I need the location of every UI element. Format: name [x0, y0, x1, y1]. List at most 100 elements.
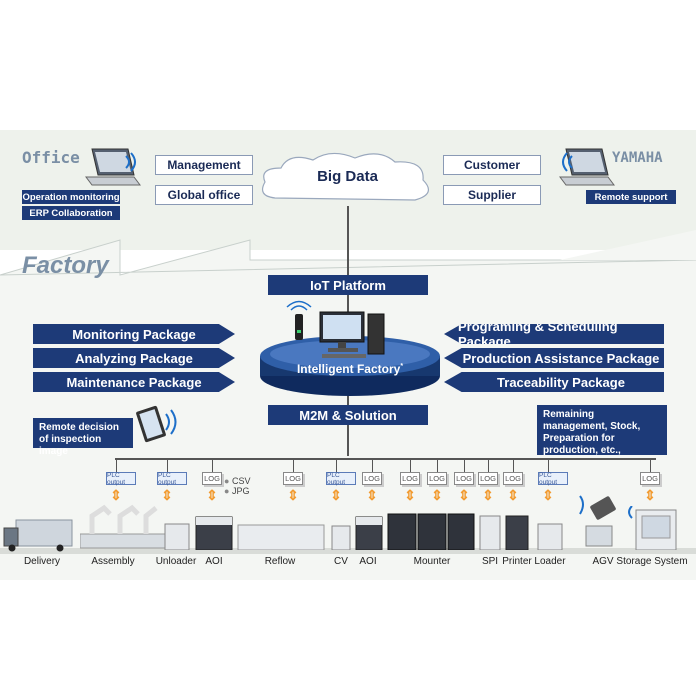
drop-line: [410, 458, 411, 472]
laptop-icon: [85, 148, 141, 186]
data-exchange-arrow-icon: ⇕: [287, 487, 299, 503]
jpg-label: JPG: [231, 486, 250, 496]
customer-link[interactable]: Customer: [443, 155, 541, 175]
plc-output-tag: PLC output: [538, 472, 568, 486]
global-office-link[interactable]: Global office: [155, 185, 253, 205]
station-label: Storage System: [616, 556, 688, 567]
log-tag: LOG: [202, 472, 222, 485]
supplier-link[interactable]: Supplier: [443, 185, 541, 205]
plc-output-tag: PLC output: [326, 472, 356, 486]
drop-line: [167, 458, 168, 472]
cv-conveyor: [331, 525, 351, 550]
loader-machine: [537, 523, 563, 550]
remote-support-button[interactable]: Remote support: [586, 190, 676, 204]
production-assistance-package[interactable]: Production Assistance Package: [444, 348, 664, 368]
station-label: CV: [334, 556, 348, 567]
assembly-robots: [80, 504, 165, 549]
data-exchange-arrow-icon: ⇕: [458, 487, 470, 503]
yamaha-title: YAMAHA: [612, 150, 663, 166]
drop-line: [293, 458, 294, 472]
drop-line: [336, 458, 337, 472]
data-exchange-arrow-icon: ⇕: [644, 487, 656, 503]
plc-output-tag: PLC output: [106, 472, 136, 486]
log-tag: LOG: [640, 472, 660, 485]
data-exchange-arrow-icon: ⇕: [507, 487, 519, 503]
laptop-icon: [559, 148, 615, 186]
csv-item: ● CSV: [224, 476, 250, 486]
station-label: Loader: [534, 556, 566, 567]
log-tag: LOG: [283, 472, 303, 485]
drop-line: [464, 458, 465, 472]
drop-line: [513, 458, 514, 472]
dot-icon: ●: [224, 486, 230, 496]
agv-robot: [579, 495, 616, 547]
analyzing-package[interactable]: Analyzing Package: [33, 348, 235, 368]
station-label: Unloader: [155, 556, 197, 567]
remaining-management-box: Remaining management, Stock, Preparation…: [537, 405, 667, 456]
data-exchange-arrow-icon: ⇕: [482, 487, 494, 503]
aoi-machine: [355, 516, 383, 550]
data-exchange-arrow-icon: ⇕: [366, 487, 378, 503]
log-tag: LOG: [362, 472, 382, 485]
factory-title: Factory: [22, 252, 109, 279]
log-tag: LOG: [427, 472, 447, 485]
data-exchange-arrow-icon: ⇕: [542, 487, 554, 503]
drop-line: [650, 458, 651, 472]
station-label: Printer: [502, 556, 532, 567]
reflow-oven: [237, 524, 325, 550]
station-label: AOI: [359, 556, 377, 567]
drop-line: [212, 458, 213, 472]
log-tag: LOG: [478, 472, 498, 485]
station-label: Assembly: [91, 556, 135, 567]
station-label: Mounter: [413, 556, 451, 567]
spi-machine: [479, 515, 501, 550]
unloader-machine: [164, 523, 190, 550]
data-exchange-arrow-icon: ⇕: [330, 487, 342, 503]
log-tag: LOG: [400, 472, 420, 485]
iot-platform-label: IoT Platform: [268, 275, 428, 295]
operation-monitoring-button[interactable]: Operation monitoring: [22, 190, 120, 204]
erp-collaboration-button[interactable]: ERP Collaboration: [22, 206, 120, 220]
traceability-package[interactable]: Traceability Package: [444, 372, 664, 392]
truck-icon: [3, 519, 73, 552]
management-link[interactable]: Management: [155, 155, 253, 175]
station-label: Delivery: [23, 556, 61, 567]
drop-line: [548, 458, 549, 472]
intelligent-factory-label: Intelligent Factory*: [265, 362, 435, 376]
drop-line: [372, 458, 373, 472]
plc-output-tag: PLC output: [157, 472, 187, 486]
station-label: Reflow: [264, 556, 296, 567]
drop-line: [116, 458, 117, 472]
storage-system: [628, 506, 677, 550]
log-tag: LOG: [503, 472, 523, 485]
office-title: Office: [22, 148, 80, 167]
computer-icon: [319, 311, 385, 358]
maintenance-package[interactable]: Maintenance Package: [33, 372, 235, 392]
station-label: AOI: [205, 556, 223, 567]
station-label: AGV: [592, 556, 614, 567]
wifi-icon: [125, 152, 136, 172]
data-exchange-arrow-icon: ⇕: [404, 487, 416, 503]
programing-scheduling-package[interactable]: Programing & Scheduling Package: [444, 324, 664, 344]
drop-line: [488, 458, 489, 472]
m2m-solution-label: M2M & Solution: [268, 405, 428, 425]
trademark-mark: *: [400, 363, 404, 370]
bus-line: [115, 458, 656, 460]
monitoring-package[interactable]: Monitoring Package: [33, 324, 235, 344]
data-exchange-arrow-icon: ⇕: [431, 487, 443, 503]
wifi-icon: [562, 152, 573, 172]
csv-label: CSV: [231, 476, 251, 486]
tablet-icon: [136, 405, 177, 443]
printer-machine: [505, 515, 529, 550]
data-exchange-arrow-icon: ⇕: [161, 487, 173, 503]
mounter-machines: [387, 513, 475, 550]
big-data-title: Big Data: [317, 168, 378, 185]
data-exchange-arrow-icon: ⇕: [206, 487, 218, 503]
router-icon: [286, 300, 312, 340]
jpg-item: ● JPG: [224, 486, 249, 496]
log-tag: LOG: [454, 472, 474, 485]
intelligent-factory-text: Intelligent Factory: [296, 362, 401, 376]
remote-decision-box: Remote decision of inspection image: [33, 418, 133, 457]
drop-line: [437, 458, 438, 472]
aoi-machine: [195, 516, 233, 550]
